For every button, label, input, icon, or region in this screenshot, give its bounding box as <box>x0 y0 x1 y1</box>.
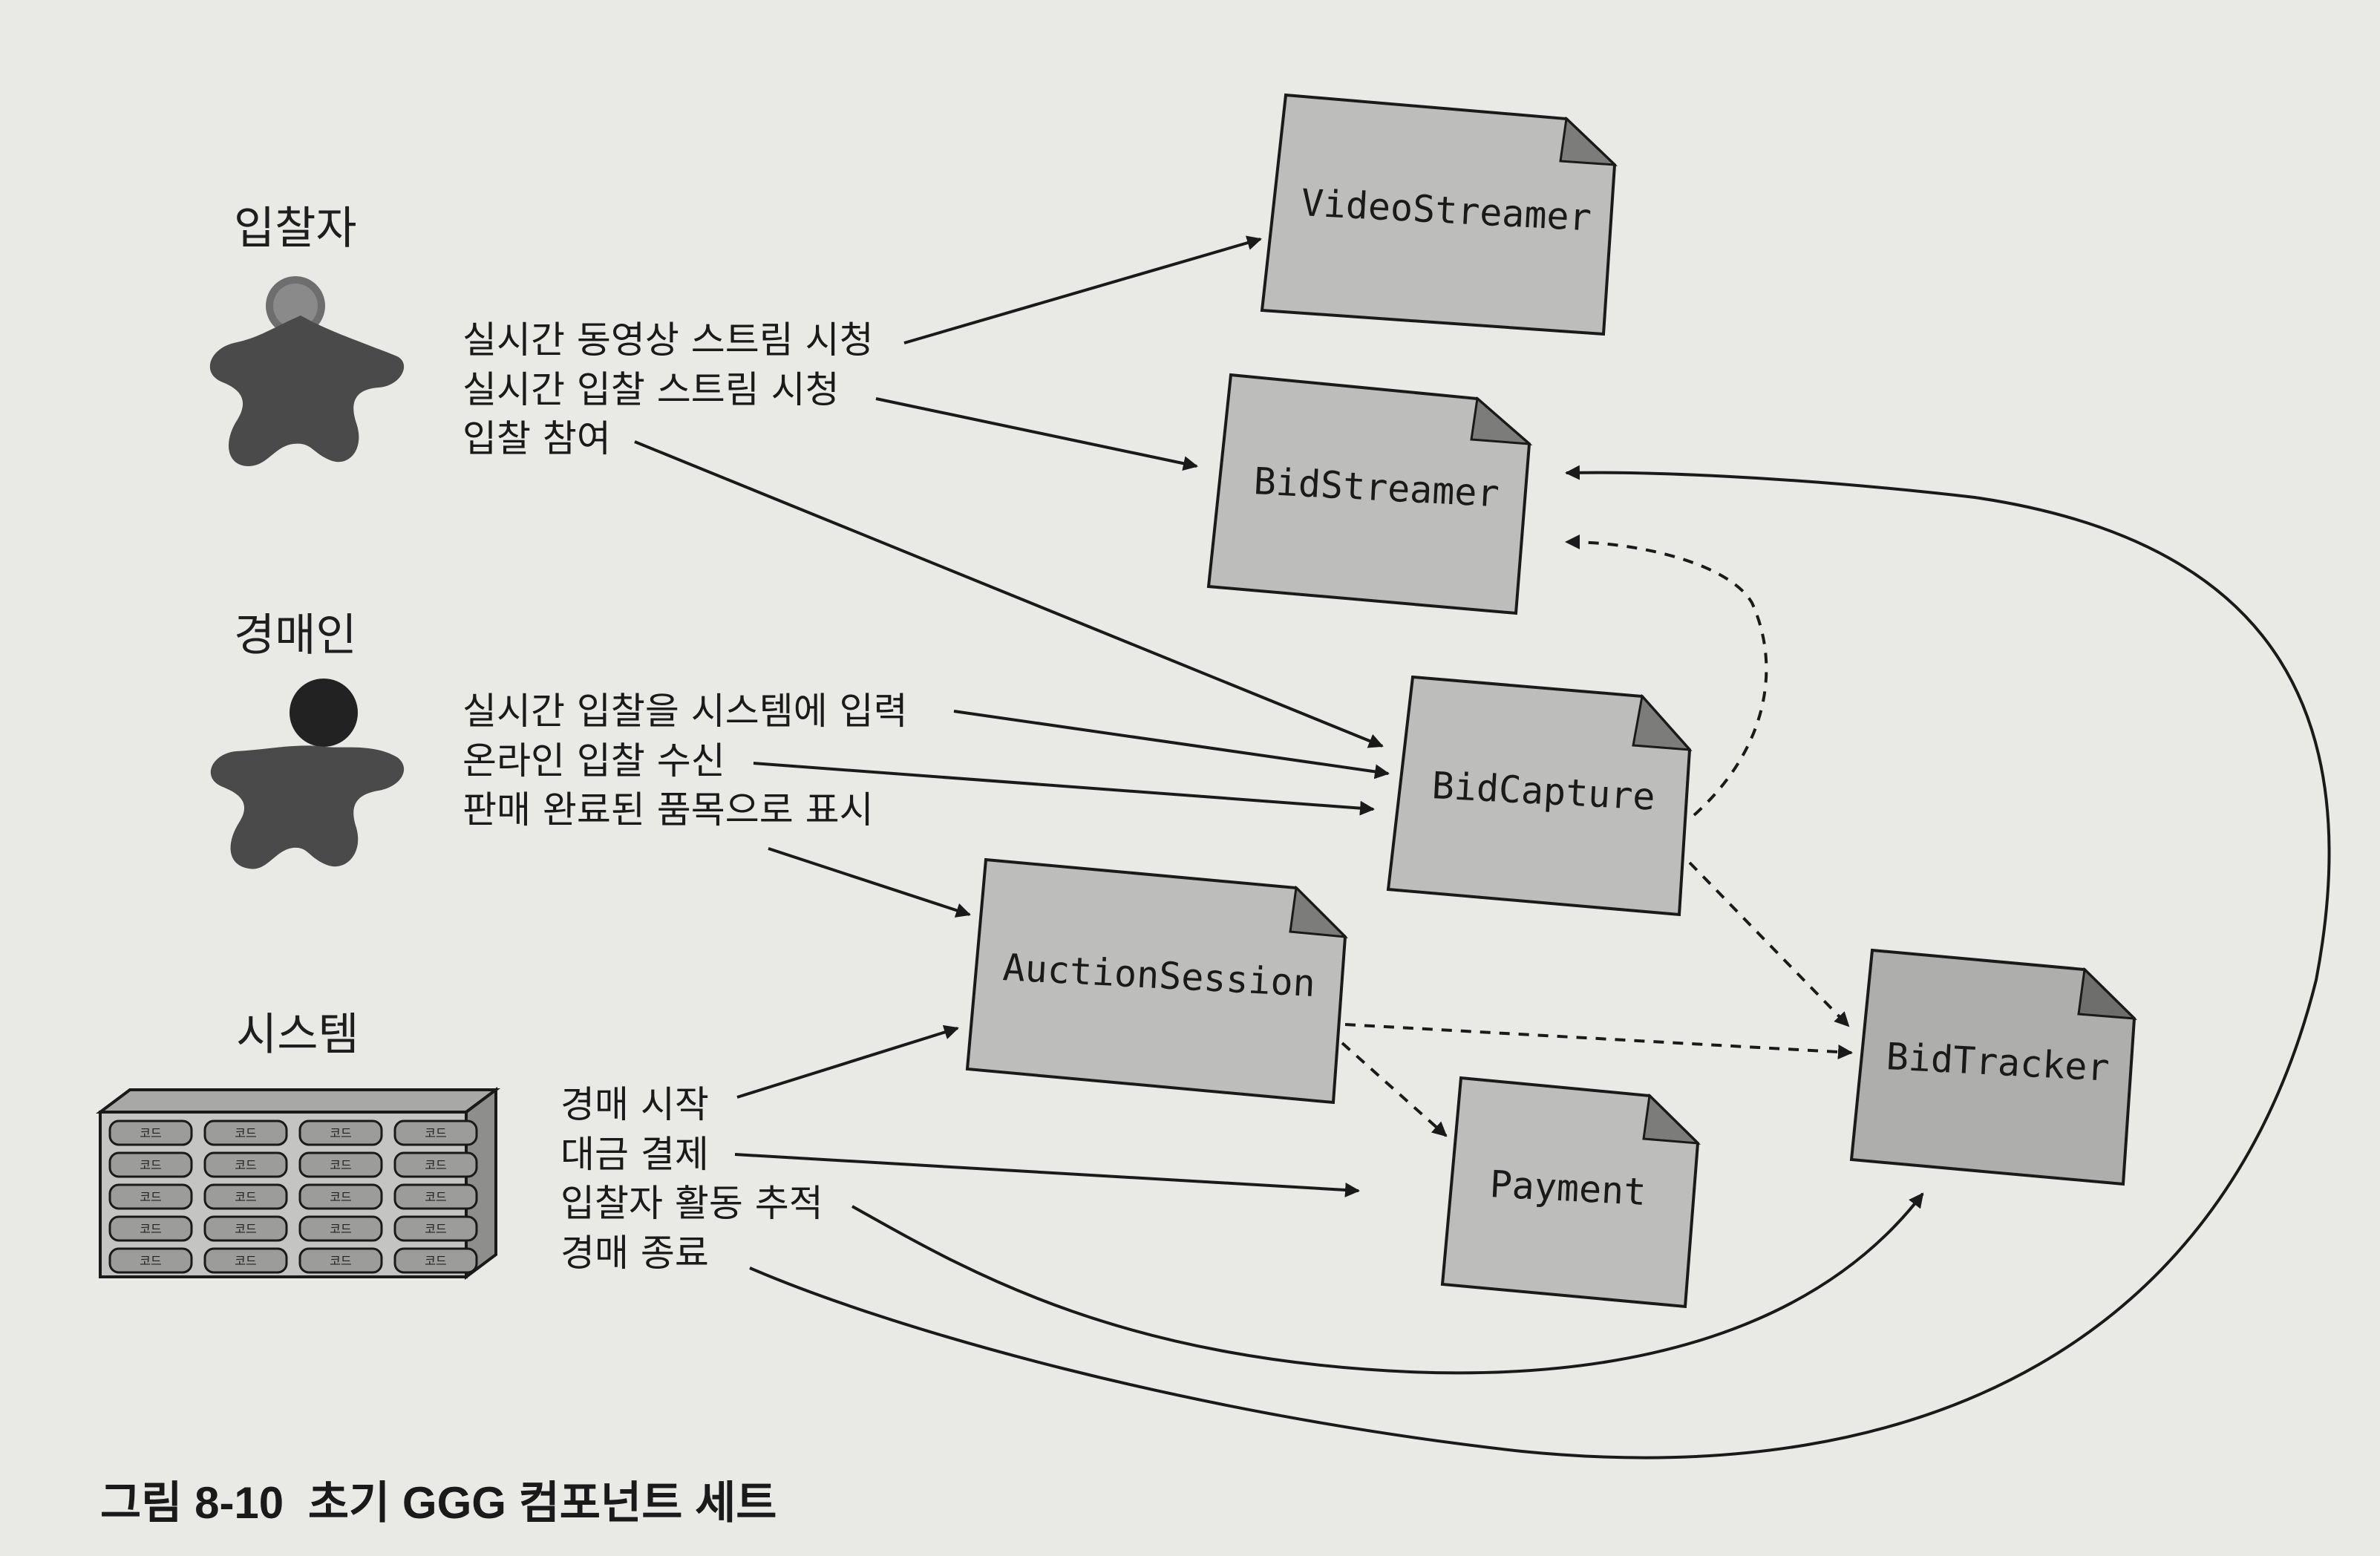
payment-component[interactable]: Payment <box>1440 1076 1701 1309</box>
rack-cell-label: 코드 <box>235 1190 256 1204</box>
dashed-auctionsession-to-bidtracker <box>1344 1023 1853 1059</box>
rack-cell: 코드 <box>393 1183 478 1210</box>
auctioneer-title: 경매인 <box>234 609 357 661</box>
rack-cell: 코드 <box>393 1119 478 1146</box>
rack-cell-label: 코드 <box>330 1222 351 1236</box>
arrow-to-videostreamer <box>903 235 1262 344</box>
auctioneer-messages: 실시간 입찰을 시스템에 입력 온라인 입찰 수신 판매 완료된 품목으로 표시 <box>462 690 908 831</box>
bidcapture-component[interactable]: BidCapture <box>1386 675 1693 917</box>
rack-cell: 코드 <box>108 1247 193 1274</box>
rack-cell-label: 코드 <box>425 1254 446 1268</box>
message-receive-online-bids: 온라인 입찰 수신 <box>462 739 725 782</box>
arrow-live-bids-to-bidcapture <box>953 710 1390 779</box>
rack-cell-label: 코드 <box>140 1158 161 1172</box>
arrow-bid-to-bidcapture <box>634 440 1384 748</box>
message-watch-video: 실시간 동영상 스트림 시청 <box>462 318 874 362</box>
rack-cell-label: 코드 <box>140 1190 161 1204</box>
rack-cell: 코드 <box>298 1183 383 1210</box>
message-enter-live-bids: 실시간 입찰을 시스템에 입력 <box>462 690 908 733</box>
dashed-bidcapture-to-bidtracker <box>1688 861 1850 1027</box>
bidder-title: 입찰자 <box>234 203 357 255</box>
rack-cell: 코드 <box>298 1119 383 1146</box>
rack-cell: 코드 <box>108 1119 193 1146</box>
arrow-online-bids-to-bidcapture <box>753 762 1375 816</box>
rack-cell-label: 코드 <box>425 1158 446 1172</box>
rack-cell: 코드 <box>298 1247 383 1274</box>
rack-cell-label: 코드 <box>330 1126 351 1140</box>
rack-cell: 코드 <box>203 1119 288 1146</box>
message-end-auction: 경매 종료 <box>560 1232 709 1275</box>
rack-cell-label: 코드 <box>235 1254 256 1268</box>
rack-cell-label: 코드 <box>425 1222 446 1236</box>
rack-cell: 코드 <box>108 1151 193 1178</box>
rack-cell: 코드 <box>393 1215 478 1242</box>
arrow-sold-to-auctionsession <box>768 847 971 918</box>
message-start-auction: 경매 시작 <box>560 1083 709 1126</box>
bidstreamer-component[interactable]: BidStreamer <box>1206 373 1533 615</box>
rack-cell: 코드 <box>108 1215 193 1242</box>
rack-cell-label: 코드 <box>235 1158 256 1172</box>
rack-cell-label: 코드 <box>330 1158 351 1172</box>
message-track-bidder: 입찰자 활동 추적 <box>560 1182 823 1225</box>
rack-cell: 코드 <box>108 1183 193 1210</box>
bidtracker-component[interactable]: BidTracker <box>1849 948 2137 1186</box>
message-watch-bids: 실시간 입찰 스트림 시청 <box>462 368 840 411</box>
rack-cell-label: 코드 <box>140 1254 161 1268</box>
rack-cell: 코드 <box>203 1183 288 1210</box>
rack-cell-label: 코드 <box>140 1222 161 1236</box>
rack-cell: 코드 <box>298 1151 383 1178</box>
arrow-start-to-auctionsession <box>736 1024 959 1099</box>
arrow-pay-to-payment <box>734 1153 1360 1197</box>
svg-text:그림 8-10 초기 GGG 컴포넌트 세트: 그림 8-10 초기 GGG 컴포넌트 세트 <box>100 1478 777 1528</box>
rack-cell: 코드 <box>203 1215 288 1242</box>
rack-cell-label: 코드 <box>140 1126 161 1140</box>
figure-number: 그림 8-10 <box>100 1478 284 1528</box>
system-title: 시스템 <box>236 1009 359 1061</box>
system-messages: 경매 시작 대금 결제 입찰자 활동 추적 경매 종료 <box>560 1083 823 1275</box>
auctioneer-person-icon <box>210 679 405 869</box>
rack-cell-label: 코드 <box>425 1190 446 1204</box>
arrow-track-to-bidtracker <box>851 1192 1924 1375</box>
bidder-person-icon <box>209 276 405 466</box>
arrow-to-bidstreamer <box>875 397 1198 471</box>
figure-title: 초기 GGG 컴포넌트 세트 <box>308 1478 777 1528</box>
rack-cell-label: 코드 <box>330 1190 351 1204</box>
rack-cell-label: 코드 <box>330 1254 351 1268</box>
arrow-end-to-bidstreamer <box>749 465 2331 1459</box>
dashed-bidcapture-to-bidstreamer <box>1565 535 1768 817</box>
rack-cell: 코드 <box>203 1151 288 1178</box>
rack-cell-label: 코드 <box>235 1222 256 1236</box>
rack-cell-label: 코드 <box>235 1126 256 1140</box>
payment-label: Payment <box>1488 1163 1647 1214</box>
videostreamer-component[interactable]: VideoStreamer <box>1260 93 1618 336</box>
message-pay: 대금 결제 <box>560 1133 709 1176</box>
auctionsession-component[interactable]: AuctionSession <box>965 857 1349 1105</box>
rack-cell: 코드 <box>298 1215 383 1242</box>
bidder-messages: 실시간 동영상 스트림 시청 실시간 입찰 스트림 시청 입찰 참여 <box>462 318 874 460</box>
message-mark-sold: 판매 완료된 품목으로 표시 <box>462 788 874 831</box>
rack-cell-label: 코드 <box>425 1126 446 1140</box>
figure-caption: 그림 8-10 초기 GGG 컴포넌트 세트 <box>100 1478 777 1528</box>
rack-cell: 코드 <box>393 1151 478 1178</box>
rack-cell: 코드 <box>203 1247 288 1274</box>
dashed-auctionsession-to-payment <box>1341 1042 1448 1137</box>
message-place-bid: 입찰 참여 <box>462 417 611 460</box>
rack-cell: 코드 <box>393 1247 478 1274</box>
